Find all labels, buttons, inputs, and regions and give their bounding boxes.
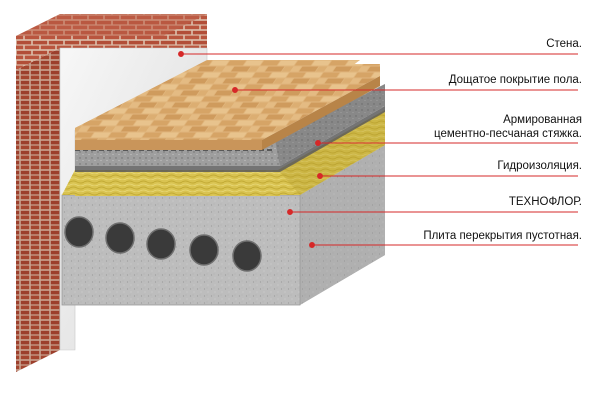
waterproofing-film xyxy=(75,106,385,172)
label-slab: Плита перекрытия пустотная. xyxy=(423,230,582,242)
label-wood-floor: Дощатое покрытие пола. xyxy=(448,74,582,86)
hollow-core-slab xyxy=(61,145,385,306)
wood-floor xyxy=(75,60,380,150)
brick-wall xyxy=(16,14,207,372)
label-insulation: ТЕХНОФЛОР. xyxy=(508,196,582,208)
label-waterproofing: Гидроизоляция. xyxy=(497,160,582,172)
label-screed-line2: цементно-песчаная стяжка. xyxy=(434,128,582,140)
label-wall: Стена. xyxy=(546,38,582,50)
insulation-layer xyxy=(62,110,385,196)
slab-holes xyxy=(64,216,262,272)
label-screed-line1: Армированная xyxy=(503,114,582,126)
leader-lines xyxy=(178,51,578,248)
